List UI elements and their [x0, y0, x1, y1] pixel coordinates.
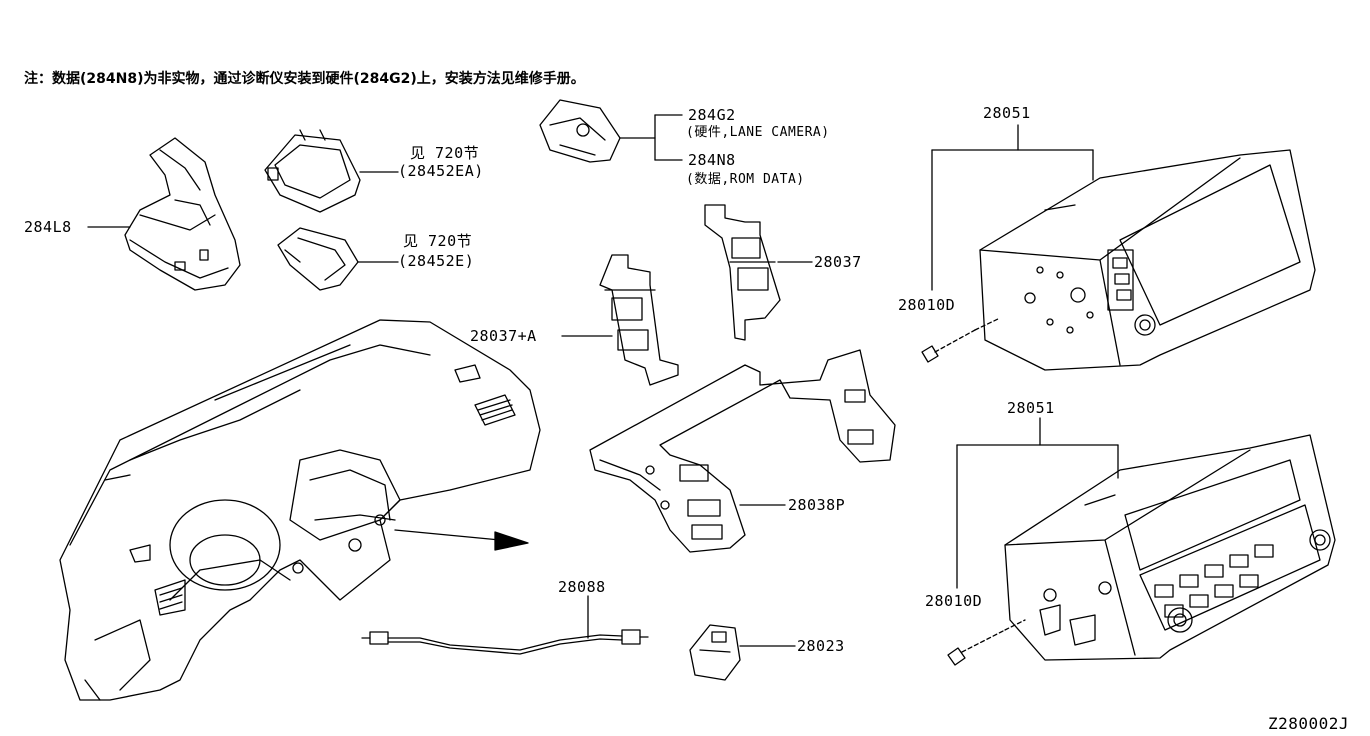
- install-arrow: [394, 529, 529, 551]
- label-284N8: 284N8: [688, 151, 736, 169]
- label-28452EA: (28452EA): [398, 162, 484, 180]
- part-284G2-camera: [539, 99, 621, 163]
- label-284G2-desc: (硬件,LANE CAMERA): [686, 125, 830, 140]
- label-28038P: 28038P: [788, 496, 846, 514]
- part-28051-audio-unit: [1004, 434, 1336, 661]
- leader-28051-top: [931, 124, 1094, 291]
- leader-284G2-284N8: [619, 114, 683, 161]
- leader-28051-bottom: [956, 417, 1119, 589]
- label-28023: 28023: [797, 637, 845, 655]
- installation-note: 注：数据(284N8)为非实物，通过诊断仪安装到硬件(284G2)上，安装方法见…: [24, 71, 585, 87]
- diagram-code: Z280002J: [1268, 714, 1350, 733]
- part-28038P-bracket: [589, 349, 896, 553]
- label-see-section-720-b: 见 720节: [403, 232, 473, 250]
- label-28010D-top: 28010D: [898, 296, 956, 314]
- label-28088: 28088: [558, 578, 606, 596]
- instrument-panel: [59, 319, 541, 701]
- label-284N8-desc: (数据,ROM DATA): [686, 172, 805, 187]
- label-28051-bottom: 28051: [1007, 399, 1055, 417]
- part-28037-bracket: [704, 204, 781, 341]
- part-284L8-cover: [124, 137, 241, 291]
- part-28010D-screw-bottom: [947, 619, 1026, 666]
- label-see-section-720-a: 见 720节: [410, 144, 480, 162]
- label-284G2: 284G2: [688, 106, 736, 124]
- label-284L8: 284L8: [24, 218, 72, 236]
- label-28452E: (28452E): [398, 252, 475, 270]
- part-28037A-bracket: [599, 254, 679, 386]
- part-28023-module: [689, 624, 741, 681]
- part-28452EA-bracket: [264, 129, 361, 213]
- part-28010D-screw-top: [921, 317, 1001, 363]
- label-28010D-bottom: 28010D: [925, 592, 983, 610]
- part-28051-navigation-unit: [979, 149, 1316, 371]
- label-28037: 28037: [814, 253, 862, 271]
- part-28088-cable: [361, 629, 649, 655]
- part-28452E-bracket: [277, 227, 359, 291]
- label-28051-top: 28051: [983, 104, 1031, 122]
- label-28037A: 28037+A: [470, 327, 537, 345]
